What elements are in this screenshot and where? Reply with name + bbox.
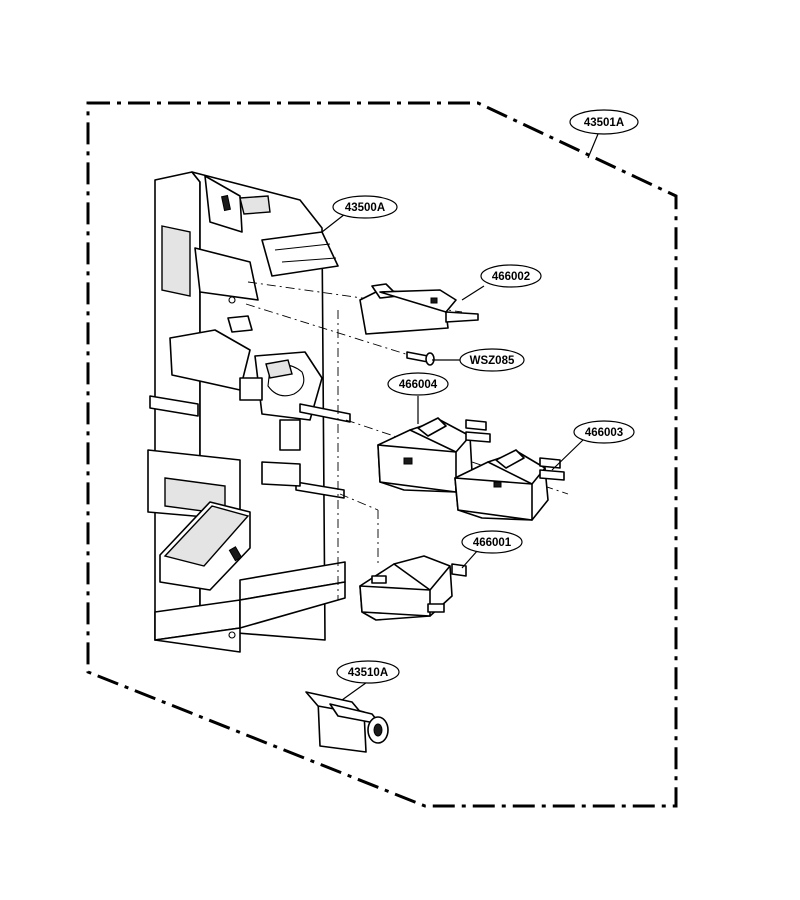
screw-wsz085 <box>406 351 435 366</box>
callout-label: 43501A <box>584 117 624 129</box>
callout-label: WSZ085 <box>470 355 515 367</box>
assembly-boundary <box>86 101 678 808</box>
door-lever-43510a <box>305 691 389 753</box>
micro-switch-466002 <box>359 283 479 335</box>
callout-466002: 466002 <box>480 264 542 288</box>
callout-43501a: 43501A <box>569 109 639 135</box>
callout-466004: 466004 <box>387 372 449 396</box>
callout-label: 466003 <box>585 427 623 439</box>
micro-switch-466003 <box>454 449 565 521</box>
door-latch-frame <box>147 171 351 653</box>
callout-466003: 466003 <box>573 420 635 444</box>
micro-switch-466004 <box>377 417 491 493</box>
callout-466001: 466001 <box>461 530 523 554</box>
micro-switch-466001 <box>359 555 467 621</box>
callout-43510a: 43510A <box>336 660 400 684</box>
callout-wsz085: WSZ085 <box>459 348 525 372</box>
callout-label: 466004 <box>399 379 438 391</box>
callout-label: 43510A <box>348 667 388 679</box>
callout-43500a: 43500A <box>332 195 398 219</box>
callout-label: 466001 <box>473 537 512 549</box>
callout-leaders <box>321 133 599 701</box>
callout-label: 466002 <box>492 271 530 283</box>
callout-label: 43500A <box>345 202 385 214</box>
